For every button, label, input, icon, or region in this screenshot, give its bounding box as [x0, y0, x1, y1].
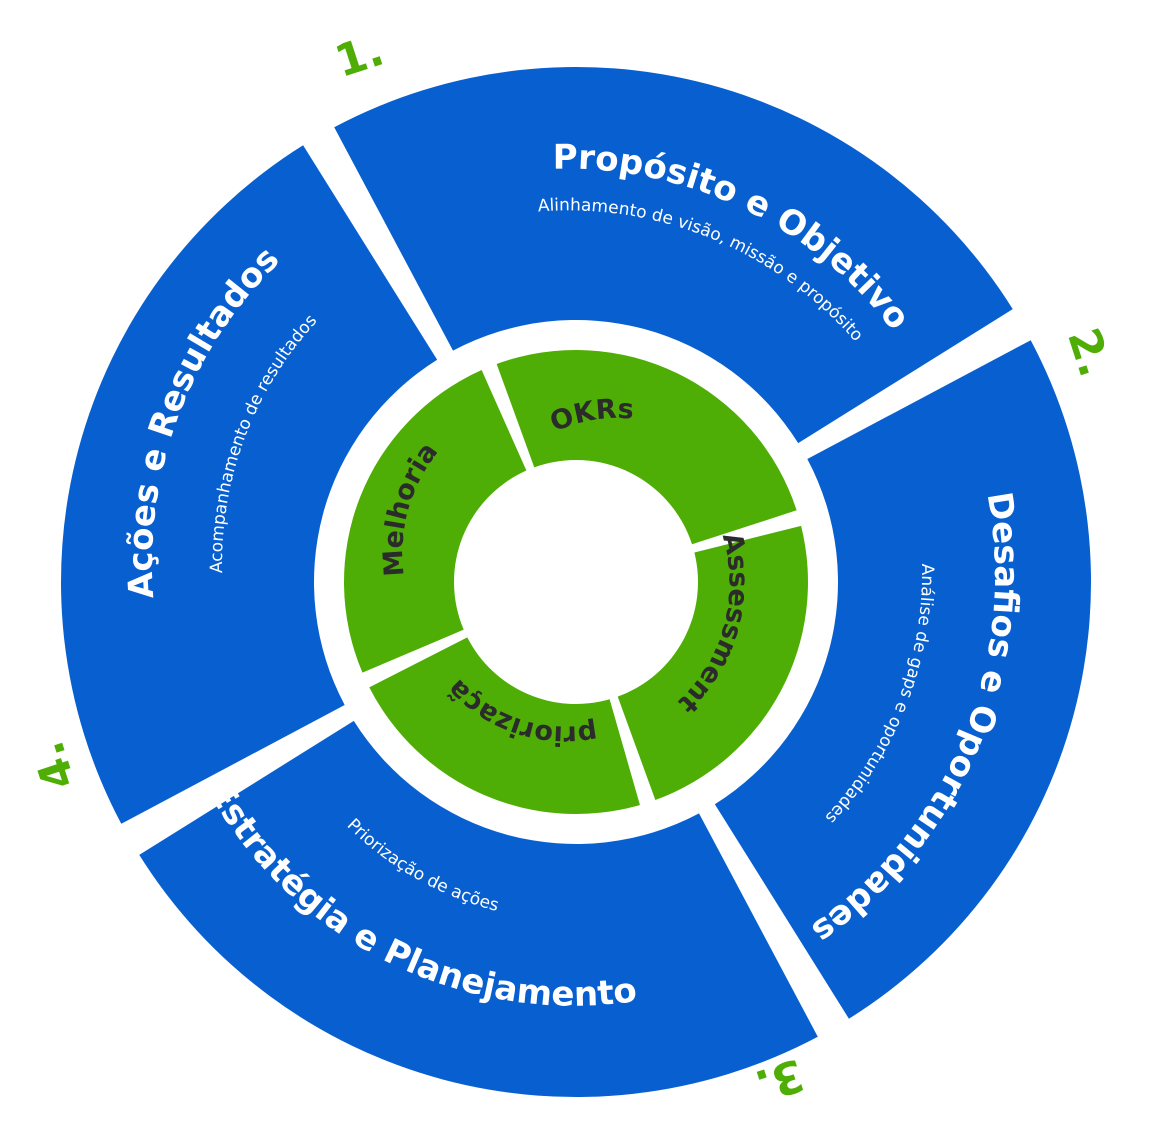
- inner-segment-4: [343, 370, 527, 673]
- inner-ring: [343, 349, 809, 814]
- outer-segment-4: [60, 145, 438, 824]
- inner-segment-2: [617, 525, 809, 801]
- outer-ring: [60, 66, 1092, 1098]
- step-number-2: 2.: [1057, 322, 1120, 383]
- step-number-1: 1.: [329, 25, 390, 88]
- step-number-4: 4.: [23, 735, 86, 796]
- inner-segment-1: [496, 349, 797, 545]
- outer-segment-2: [714, 340, 1092, 1019]
- outer-segment-3: [139, 720, 818, 1098]
- outer-segment-1: [334, 66, 1013, 444]
- inner-segment-3: [369, 637, 640, 814]
